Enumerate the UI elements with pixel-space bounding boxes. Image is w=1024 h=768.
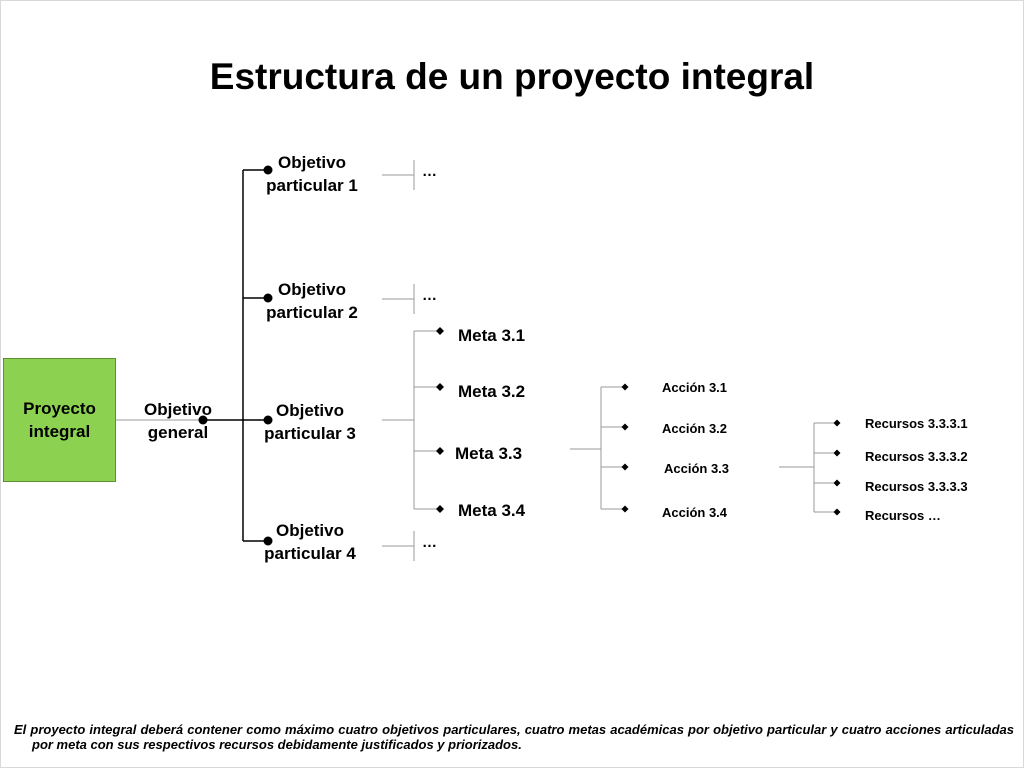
diamond-accion-2 (621, 423, 629, 431)
diamond-recurso-4 (833, 508, 841, 516)
node-objetivo-particular-1: Objetivo particular 1 (266, 153, 358, 195)
node-recursos-3-3-3-3: Recursos 3.3.3.3 (865, 479, 968, 494)
node-objetivo-particular-4: Objetivo particular 4 (264, 521, 356, 563)
node-meta-3-1: Meta 3.1 (458, 326, 526, 345)
root-node-proyecto-integral: Proyecto integral (3, 358, 116, 482)
root-line-1: Proyecto (23, 399, 96, 418)
node-recursos-3-3-3-1: Recursos 3.3.3.1 (865, 416, 968, 431)
node-meta-3-3: Meta 3.3 (455, 444, 523, 463)
dot-objective-3 (263, 415, 273, 425)
dot-objective-2 (263, 293, 273, 303)
dot-objective-4 (263, 536, 273, 546)
footnote: El proyecto integral deberá contener com… (14, 722, 1014, 752)
node-accion-3-3: Acción 3.3 (664, 461, 730, 476)
node-recursos-3-3-3-2: Recursos 3.3.3.2 (865, 449, 968, 464)
diamond-meta-3 (436, 447, 444, 455)
diamond-accion-1 (621, 383, 629, 391)
node-accion-3-1: Acción 3.1 (662, 380, 728, 395)
diamond-accion-3 (621, 463, 629, 471)
diamond-meta-1 (436, 327, 444, 335)
node-objetivo-particular-2: Objetivo particular 2 (266, 280, 358, 322)
diamond-meta-2 (436, 383, 444, 391)
ellipsis-obj-1: … (422, 163, 437, 180)
node-objetivo-particular-3: Objetivo particular 3 (264, 401, 356, 443)
node-recursos-etc: Recursos … (865, 508, 941, 523)
node-meta-3-2: Meta 3.2 (458, 382, 526, 401)
node-accion-3-4: Acción 3.4 (662, 505, 728, 520)
dot-objective-1 (263, 165, 273, 175)
diamond-accion-4 (621, 505, 629, 513)
node-meta-3-4: Meta 3.4 (458, 501, 526, 520)
diamond-recurso-2 (833, 449, 841, 457)
dot-general (198, 415, 208, 425)
diamond-meta-4 (436, 505, 444, 513)
root-line-2: integral (28, 422, 91, 441)
ellipsis-obj-2: … (422, 287, 437, 304)
node-objetivo-general: Objetivo general (143, 400, 212, 442)
page-title: Estructura de un proyecto integral (209, 56, 815, 97)
ellipsis-obj-4: … (422, 534, 437, 551)
diamond-recurso-3 (833, 479, 841, 487)
diamond-recurso-1 (833, 419, 841, 427)
node-accion-3-2: Acción 3.2 (662, 421, 728, 436)
